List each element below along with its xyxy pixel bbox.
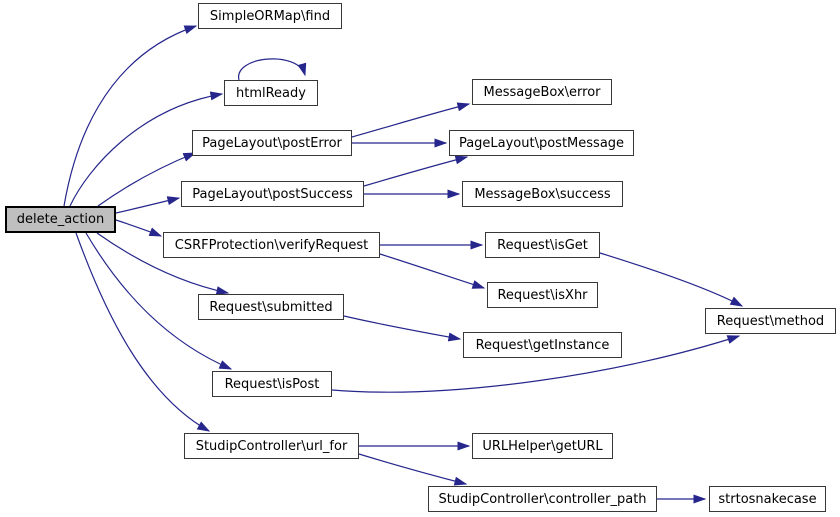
node-request-ispost[interactable]: Request\isPost [212, 371, 332, 397]
edge-delete-action-to-pagelayout-postsuccess [115, 196, 181, 214]
edge-htmlready-to-htmlready [238, 58, 307, 81]
node-htmlready[interactable]: htmlReady [224, 80, 318, 106]
node-label: htmlReady [236, 85, 306, 101]
node-label: CSRFProtection\verifyRequest [174, 237, 369, 253]
node-label: Request\isPost [224, 376, 320, 392]
edge-delete-action-to-request-ispost [85, 232, 233, 370]
edge-request-isget-to-request-method [599, 252, 744, 307]
node-label: PageLayout\postSuccess [192, 186, 353, 202]
node-label: StudipController\controller_path [438, 491, 647, 507]
node-label: Request\getInstance [475, 337, 610, 353]
edge-delete-action-to-studipcontroller-url-for [75, 232, 211, 432]
node-csrfprotection-verifyrequest[interactable]: CSRFProtection\verifyRequest [163, 232, 380, 258]
node-messagebox-error[interactable]: MessageBox\error [472, 79, 612, 105]
edge-studipcontroller-url-for-to-studipcontroller-controller-path [358, 453, 468, 486]
node-pagelayout-postsuccess[interactable]: PageLayout\postSuccess [181, 181, 364, 207]
node-urlhelper-geturl[interactable]: URLHelper\getURL [472, 433, 613, 459]
node-label: MessageBox\success [474, 186, 611, 202]
edge-group [63, 25, 744, 504]
node-label: PageLayout\postError [202, 135, 342, 151]
edge-delete-action-to-simpleormap-find [63, 25, 198, 207]
node-strtosnakecase[interactable]: strtosnakecase [709, 486, 826, 512]
edge-request-submitted-to-request-getinstance [343, 315, 462, 342]
node-pagelayout-postmessage[interactable]: PageLayout\postMessage [449, 130, 634, 156]
node-request-isget[interactable]: Request\isGet [485, 232, 600, 258]
node-label: Request\isGet [497, 237, 588, 253]
node-studipcontroller-controller-path[interactable]: StudipController\controller_path [428, 486, 657, 512]
node-messagebox-success[interactable]: MessageBox\success [462, 181, 623, 207]
edge-pagelayout-postsuccess-to-pagelayout-postmessage [363, 155, 469, 187]
node-label: Request\submitted [209, 299, 333, 315]
node-studipcontroller-url-for[interactable]: StudipController\url_for [184, 433, 359, 459]
node-request-method[interactable]: Request\method [705, 308, 836, 334]
node-label: delete_action [16, 212, 105, 227]
node-request-isxhr[interactable]: Request\isXhr [487, 282, 598, 308]
node-label: Request\method [716, 313, 825, 329]
node-pagelayout-posterror[interactable]: PageLayout\postError [192, 130, 352, 156]
node-simpleormap-find[interactable]: SimpleORMap\find [198, 3, 342, 29]
edge-request-ispost-to-request-method [331, 335, 741, 393]
edge-delete-action-to-csrfprotection-verifyrequest [115, 219, 163, 237]
edge-delete-action-to-pagelayout-posterror [97, 152, 197, 207]
node-label: StudipController\url_for [195, 438, 348, 454]
edge-pagelayout-posterror-to-messagebox-error [351, 102, 471, 138]
edge-delete-action-to-request-submitted [96, 232, 230, 296]
node-label: Request\isXhr [497, 287, 588, 303]
node-request-submitted[interactable]: Request\submitted [198, 294, 344, 320]
node-delete-action: delete_action [5, 206, 116, 233]
node-label: MessageBox\error [483, 84, 601, 100]
edge-csrfprotection-verifyrequest-to-request-isxhr [379, 253, 486, 289]
node-label: strtosnakecase [718, 491, 817, 507]
edge-delete-action-to-htmlready [69, 91, 224, 207]
node-label: URLHelper\getURL [482, 438, 603, 454]
node-request-getinstance[interactable]: Request\getInstance [463, 332, 622, 358]
node-label: PageLayout\postMessage [458, 135, 625, 151]
node-label: SimpleORMap\find [209, 8, 331, 24]
